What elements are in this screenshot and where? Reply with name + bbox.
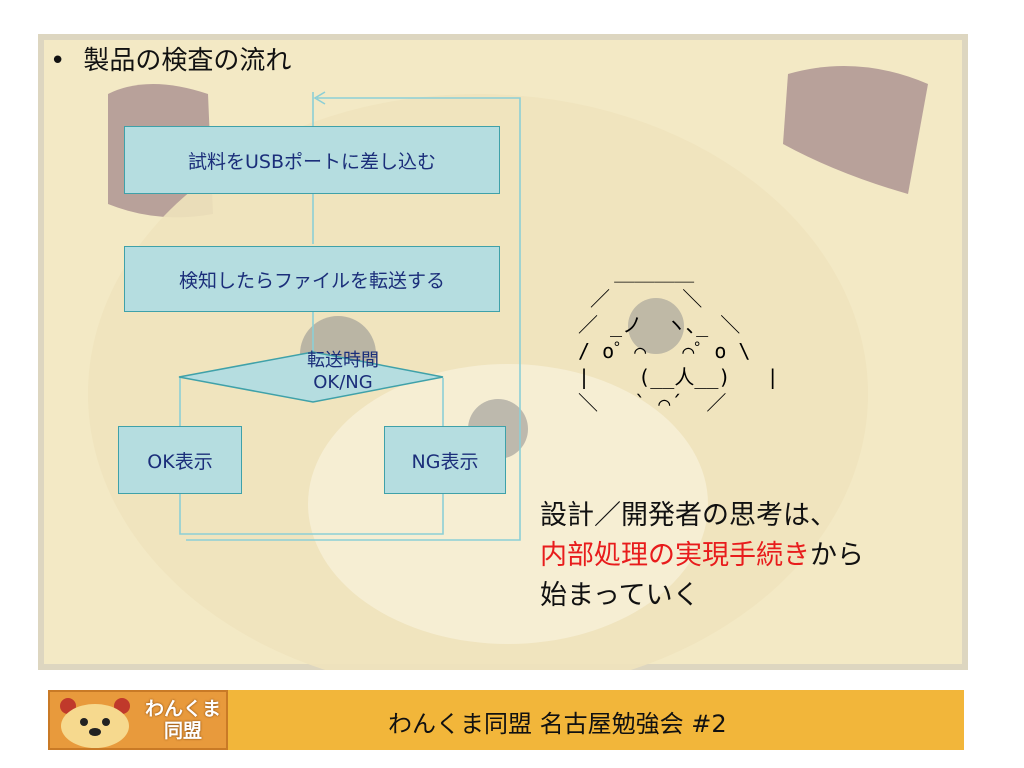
flow-ng-display-label: NG表示 — [411, 450, 479, 473]
bear-logo-icon — [60, 698, 130, 748]
slide-panel: •製品の検査の流れ 試料をUSBポートに差し込む 検知したらファイルを転送する … — [38, 34, 968, 670]
message-line-1: 設計／開発者の思考は、 — [540, 500, 837, 531]
flow-step-insert-sample-label: 試料をUSBポートに差し込む — [187, 150, 436, 173]
flow-ok-display-label: OK表示 — [147, 450, 213, 473]
footer-bar: わんくま 同盟 わんくま同盟 名古屋勉強会 #2 — [48, 690, 964, 750]
message-line-2: 内部処理の実現手続きから — [540, 536, 864, 576]
logo-line-1: わんくま — [144, 698, 221, 720]
logo-line-2: 同盟 — [163, 720, 202, 742]
message-text: 設計／開発者の思考は、 内部処理の実現手続きから 始まっていく — [540, 496, 864, 616]
message-line-2-rest: から — [810, 540, 864, 571]
slide-title: • 製品の検査の流れ — [50, 40, 291, 77]
flow-ng-display: NG表示 — [384, 426, 506, 494]
decision-line-2: OK/NG — [313, 372, 373, 393]
slide-title-text: 製品の検査の流れ — [83, 46, 292, 76]
message-highlight: 内部処理の実現手続き — [540, 540, 810, 571]
ascii-art-face: ＿＿＿＿ ／ ＼ ／ _ノ ヽ､_ ＼ / o゜⌒ ⌒゜o \ | (__人__… — [578, 261, 779, 415]
wankuma-logo: わんくま 同盟 — [48, 690, 228, 750]
decision-diamond — [178, 351, 444, 403]
decision-label: 転送時間 OK/NG — [178, 350, 508, 394]
flow-step-transfer-file: 検知したらファイルを転送する — [124, 246, 500, 312]
flowchart-connectors — [178, 91, 521, 541]
flow-ok-display: OK表示 — [118, 426, 242, 494]
flow-step-insert-sample: 試料をUSBポートに差し込む — [124, 126, 500, 194]
bullet-point: • — [50, 46, 66, 76]
footer-title: わんくま同盟 名古屋勉強会 #2 — [388, 710, 727, 738]
logo-text: わんくま 同盟 — [140, 698, 226, 742]
flow-step-transfer-file-label: 検知したらファイルを転送する — [178, 269, 445, 292]
message-line-3: 始まっていく — [540, 580, 700, 611]
decision-line-1: 転送時間 — [307, 350, 379, 371]
